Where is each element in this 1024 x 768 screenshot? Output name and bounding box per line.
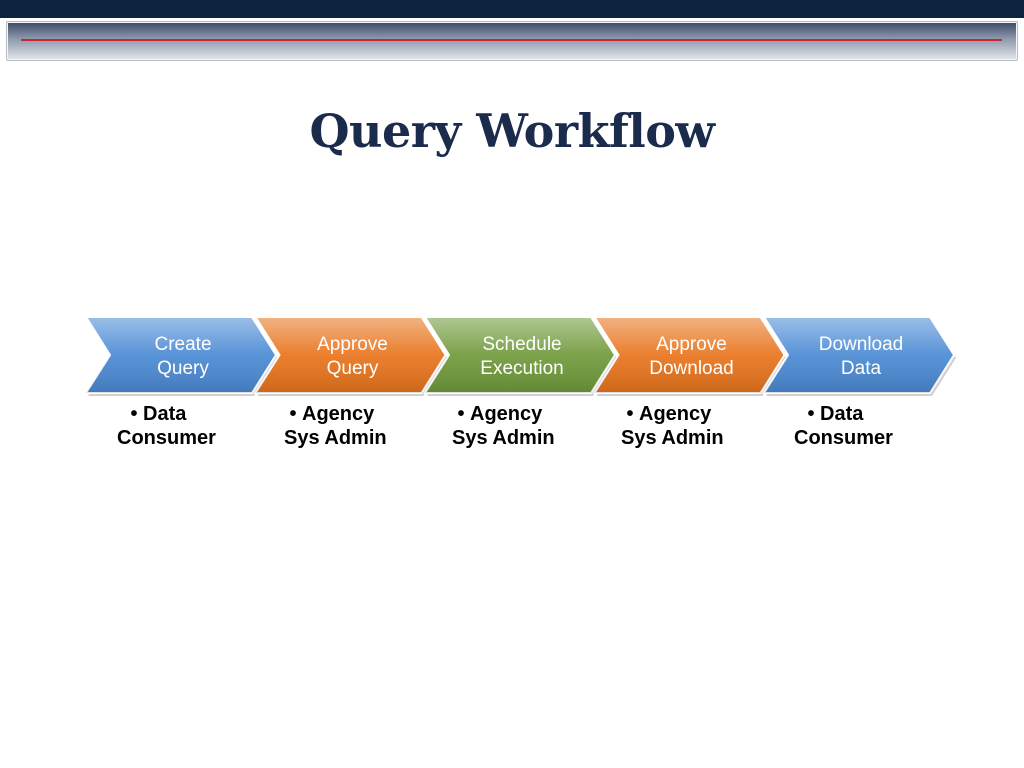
bullet-icon: •: [130, 403, 138, 425]
role-name-part2: Sys Admin: [452, 427, 555, 449]
role-line1: •Data: [794, 402, 964, 426]
role-name-part1: Data: [143, 403, 187, 425]
workflow-step-label-line1: Schedule: [482, 334, 561, 355]
workflow-step-label-line2: Download: [649, 358, 734, 379]
role-name-part2: Consumer: [794, 427, 893, 449]
role-line1: •Agency: [284, 402, 454, 426]
header-rule: [21, 39, 1002, 41]
slide-title: Query Workflow: [309, 104, 715, 158]
chevron-gloss: [255, 317, 446, 393]
role-name-part2: Sys Admin: [621, 427, 724, 449]
bullet-icon: •: [807, 403, 815, 425]
role-name-part2: Consumer: [117, 427, 216, 449]
bullet-icon: •: [289, 403, 297, 425]
workflow-step-label-line1: Download: [819, 334, 904, 355]
role-name-part2: Sys Admin: [284, 427, 387, 449]
workflow-step-label-line1: Approve: [317, 334, 388, 355]
bullet-icon: •: [457, 403, 465, 425]
workflow-step-label-line1: Approve: [656, 334, 727, 355]
workflow-step-label-line1: Create: [154, 334, 211, 355]
workflow-step-label-line2: Data: [841, 358, 882, 379]
role-name-part1: Agency: [470, 403, 543, 425]
role-line1: •Data: [117, 402, 287, 426]
chevron-gloss: [86, 317, 276, 393]
workflow-step-label-line2: Query: [327, 358, 379, 379]
chevron-gloss: [425, 317, 615, 393]
role-line1: •Agency: [452, 402, 622, 426]
bullet-icon: •: [626, 403, 634, 425]
role-name-part1: Data: [820, 403, 864, 425]
workflow-step-label-line2: Query: [157, 358, 209, 379]
role-name-part1: Agency: [302, 403, 375, 425]
role-line1: •Agency: [621, 402, 791, 426]
workflow-step-label-line2: Execution: [480, 358, 563, 379]
chevron-gloss: [764, 317, 954, 393]
chevron-gloss: [594, 317, 785, 393]
top-bar: [0, 0, 1024, 18]
role-name-part1: Agency: [639, 403, 712, 425]
header-band: [6, 21, 1018, 61]
